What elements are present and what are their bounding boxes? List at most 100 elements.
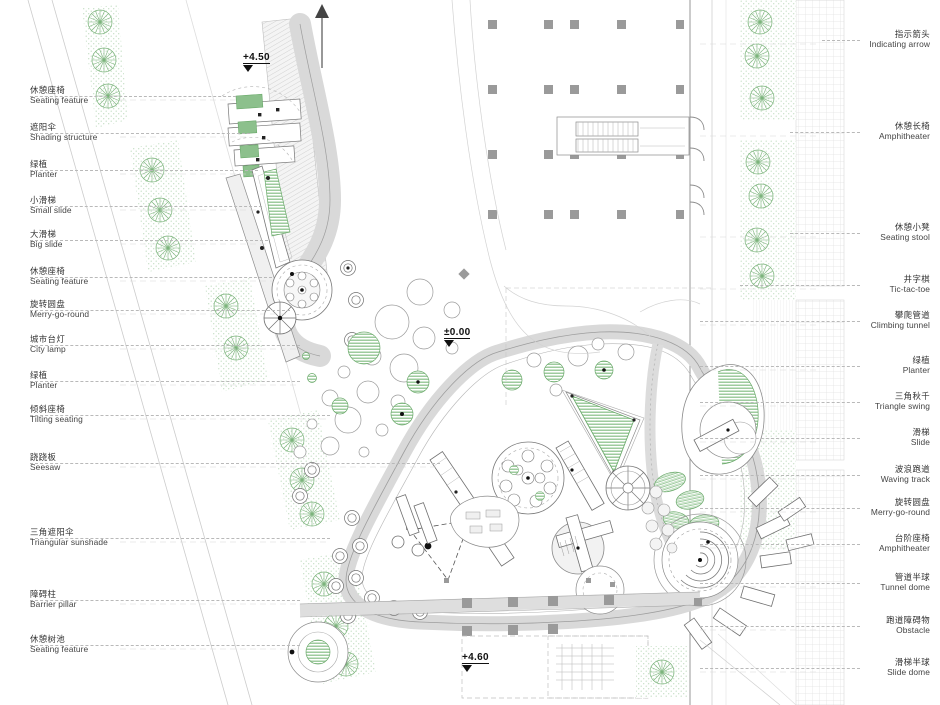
label-cn: 三角遮阳伞 [30,527,74,537]
label-cn: 滑梯半球 [894,657,930,667]
label-cn: 休憩长椅 [894,121,930,131]
label-en: Seesaw [30,461,61,472]
label-en: Slide dome [887,666,930,677]
waving-track [644,342,685,563]
leader-line-left-11 [30,538,330,539]
label-en: Merry-go-round [30,308,90,319]
running-track-band [299,591,701,636]
leader-line-right-13 [700,668,860,669]
label-cn: 波浪跑道 [894,464,930,474]
label-en: Barrier pillar [30,598,77,609]
label-cn: 旋转圆盘 [30,299,66,309]
leader-line-right-12 [700,626,860,627]
label-cn: 大滑梯 [30,229,57,239]
label-en: Seating stool [880,231,930,242]
planting-pockets-north [501,360,614,391]
leader-line-left-3 [30,206,262,207]
elevation-datum: ±0.00 [444,327,471,347]
label-cn: 休憩小凳 [894,222,930,232]
leader-line-right-2 [790,233,860,234]
label-en: Obstacle [896,624,930,635]
label-en: Seating feature [30,643,89,654]
leader-line-right-0 [822,40,860,41]
label-en: Shading structure [30,131,98,142]
leader-line-right-6 [700,402,860,403]
plan-guide-lines [120,43,820,673]
label-en: Tunnel dome [880,581,930,592]
leader-line-left-1 [30,133,250,134]
elevation-value: ±0.00 [444,327,471,339]
triangle-play-lawn [561,389,645,485]
label-cn: 管道半球 [894,572,930,582]
label-cn: 滑梯 [912,427,930,437]
label-en: Planter [902,364,930,375]
label-en: Big slide [30,238,63,249]
label-cn: 绿植 [30,159,48,169]
leader-line-left-4 [30,240,268,241]
spiral-amphitheater [653,513,747,607]
elevation-upper: +4.50 [243,52,270,72]
tic-tac-toe-wheel [605,465,651,511]
label-cn: 休憩树池 [30,634,66,644]
north-arrow [315,4,329,68]
label-cn: 城市台灯 [30,334,66,344]
label-cn: 台阶座椅 [894,533,930,543]
node-dot [602,368,606,372]
leader-line-left-0 [30,96,236,97]
label-en: Waving track [880,473,930,484]
leader-line-right-5 [700,366,860,367]
leader-line-left-7 [30,345,300,346]
label-en: Seating feature [30,94,89,105]
label-cn: 小滑梯 [30,195,57,205]
label-en: Tilting seating [30,413,83,424]
leader-line-left-10 [30,463,440,464]
plaza-circle-field [293,278,461,459]
leader-line-left-12 [30,600,300,601]
site-dashed-plot [505,287,712,408]
leader-line-left-13 [30,645,300,646]
misc-markers [458,268,702,606]
leader-line-right-1 [790,132,860,133]
label-en: Indicating arrow [869,38,930,49]
label-en: Slide [910,436,930,447]
stepping-pads [641,485,678,554]
path-node-markers [340,260,364,348]
leader-line-right-3 [740,285,860,286]
elevation-value: +4.50 [243,52,270,64]
leader-line-left-5 [30,277,272,278]
leader-line-right-9 [700,508,860,509]
label-cn: 倾斜座椅 [30,404,66,414]
elevation-triangle-icon [462,665,472,672]
building-plan-north [488,0,727,705]
elevation-triangle-icon [243,65,253,72]
label-cn: 障碍柱 [30,589,57,599]
label-cn: 休憩座椅 [30,85,66,95]
label-cn: 休憩座椅 [30,266,66,276]
label-en: City lamp [30,343,66,354]
label-cn: 指示箭头 [894,29,930,39]
label-en: Small slide [30,204,72,215]
seating-tree-pool [287,621,349,683]
label-en: Triangular sunshade [30,536,108,547]
elevation-lower: +4.60 [462,652,489,672]
